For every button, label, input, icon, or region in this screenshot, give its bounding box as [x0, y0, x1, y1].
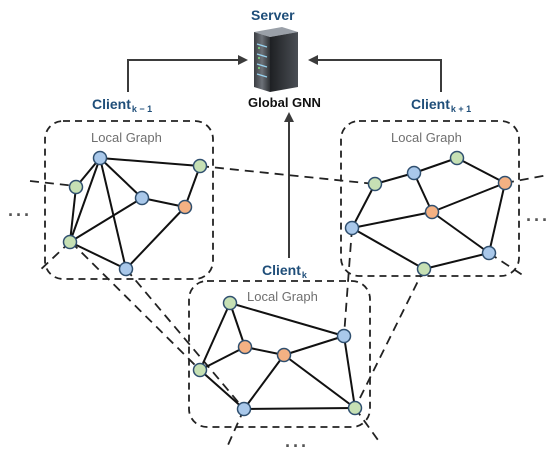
node-blue	[481, 245, 497, 261]
client-middle-label: Client k	[262, 262, 307, 280]
node-orange	[276, 347, 292, 363]
server-rack-icon	[254, 27, 298, 92]
global-gnn-label: Global GNN	[248, 95, 321, 110]
client-box-middle	[188, 280, 371, 428]
middle-graph-nodes	[192, 295, 363, 417]
node-orange	[237, 339, 253, 355]
local-graph-label-right: Local Graph	[391, 130, 462, 145]
client-boxes	[44, 120, 520, 428]
client-right-label: Client k + 1	[411, 96, 472, 114]
upload-arrows	[127, 55, 442, 258]
node-blue	[344, 220, 360, 236]
client-right-name: Client	[411, 96, 450, 112]
node-orange	[497, 175, 513, 191]
cross-client-edges	[29, 165, 549, 446]
node-orange	[177, 199, 193, 215]
client-left-subscript: k − 1	[131, 104, 153, 114]
right-graph-edges	[351, 157, 506, 270]
node-blue	[92, 150, 108, 166]
node-green	[222, 295, 238, 311]
server-title: Server	[251, 7, 295, 23]
node-green	[192, 362, 208, 378]
client-middle-name: Client	[262, 262, 301, 278]
right-graph-nodes	[344, 150, 513, 277]
node-green	[449, 150, 465, 166]
node-blue	[134, 190, 150, 206]
node-blue	[336, 328, 352, 344]
left-graph-edges	[69, 157, 201, 270]
node-green	[62, 234, 78, 250]
client-left-label: Client k − 1	[92, 96, 153, 114]
client-left-name: Client	[92, 96, 131, 112]
node-blue	[118, 261, 134, 277]
client-right-subscript: k + 1	[450, 104, 472, 114]
node-blue	[406, 165, 422, 181]
node-green	[416, 261, 432, 277]
ellipsis-bottom: ···	[285, 436, 309, 456]
left-graph-nodes	[62, 150, 208, 277]
node-green	[367, 176, 383, 192]
client-box-right	[340, 120, 520, 277]
ellipsis-left: ···	[8, 205, 32, 225]
client-middle-subscript: k	[301, 270, 307, 280]
node-green	[68, 179, 84, 195]
local-graph-label-left: Local Graph	[91, 130, 162, 145]
client-box-left	[44, 120, 214, 280]
ellipsis-right: ···	[526, 210, 550, 230]
node-green	[192, 158, 208, 174]
local-graph-label-middle: Local Graph	[247, 289, 318, 304]
arrow-client-left-to-server	[127, 55, 248, 92]
node-blue	[236, 401, 252, 417]
arrow-client-right-to-server	[308, 55, 442, 92]
node-green	[347, 400, 363, 416]
node-orange	[424, 204, 440, 220]
